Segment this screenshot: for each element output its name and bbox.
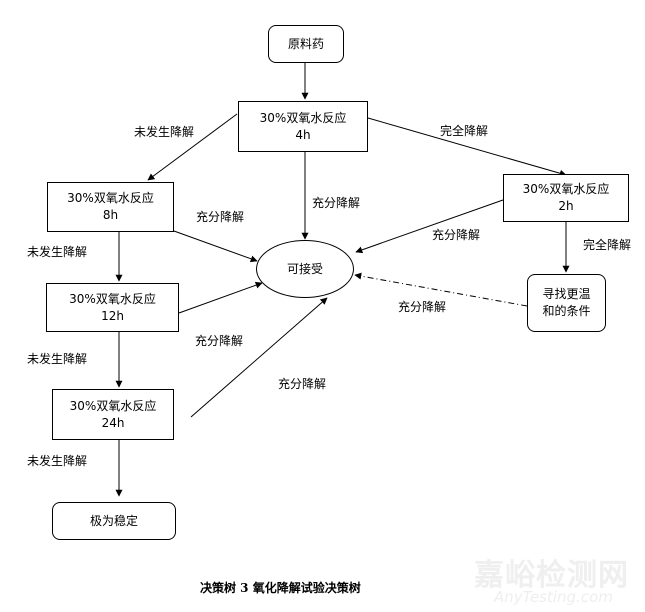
watermark-chinese: 嘉峪检测网: [474, 558, 629, 593]
node-very-stable-label: 极为稳定: [89, 513, 138, 528]
edge-label-complete-degradation-4h: 完全降解: [440, 124, 489, 138]
node-reaction-12h-line2: 12h: [101, 308, 124, 323]
node-milder-line1: 寻找更温: [542, 287, 591, 301]
edge-label-complete-degradation-2h: 完全降解: [583, 238, 632, 252]
node-raw-material-label: 原料药: [287, 36, 324, 51]
edge-label-no-degradation-8h: 未发生降解: [27, 245, 88, 259]
node-raw-material: 原料药: [268, 25, 344, 63]
node-reaction-12h-line1: 30%双氧水反应: [69, 291, 156, 306]
node-reaction-2h: 30%双氧水反应 2h: [503, 174, 629, 222]
node-reaction-24h: 30%双氧水反应 24h: [52, 389, 174, 440]
arrow-24h-to-acceptable: [190, 297, 328, 418]
node-reaction-2h-line1: 30%双氧水反应: [522, 182, 610, 196]
node-reaction-24h-line2: 24h: [101, 415, 125, 430]
node-milder-conditions: 寻找更温 和的条件: [527, 274, 606, 332]
node-reaction-24h-line1: 30%双氧水反应: [69, 398, 157, 413]
node-reaction-2h-line2: 2h: [558, 199, 574, 213]
arrow-4h-to-2h: [367, 117, 567, 177]
arrow-milder-to-acceptable: [354, 272, 528, 307]
node-reaction-8h-line2: 8h: [102, 208, 119, 222]
edge-label-sufficient-degradation-12h: 充分降解: [195, 334, 244, 348]
edge-label-no-degradation-24h: 未发生降解: [27, 454, 88, 468]
edge-label-sufficient-degradation-24h: 充分降解: [278, 377, 327, 391]
arrow-2h-to-acceptable: [355, 199, 504, 254]
node-acceptable: 可接受: [256, 240, 354, 298]
node-reaction-8h: 30%双氧水反应 8h: [47, 182, 174, 232]
node-reaction-4h-line1: 30%双氧水反应: [259, 110, 347, 125]
edge-label-sufficient-degradation-4h: 充分降解: [312, 196, 361, 210]
arrow-12h-to-acceptable: [178, 281, 263, 314]
edge-label-no-degradation-12h: 未发生降解: [27, 352, 88, 366]
arrow-4h-to-8h: [147, 113, 238, 181]
edge-label-sufficient-degradation-8h: 充分降解: [196, 210, 245, 224]
edge-label-sufficient-degradation-2h: 充分降解: [432, 228, 481, 242]
arrow-8h-to-acceptable: [173, 230, 258, 263]
node-reaction-12h: 30%双氧水反应 12h: [46, 283, 179, 332]
node-reaction-4h: 30%双氧水反应 4h: [238, 101, 368, 152]
node-acceptable-label: 可接受: [286, 261, 323, 276]
figure-caption: 决策树 3 氧化降解试验决策树: [200, 581, 361, 595]
edge-label-sufficient-degradation-milder: 充分降解: [398, 300, 447, 314]
node-milder-line2: 和的条件: [542, 304, 591, 318]
edge-label-no-degradation-4h: 未发生降解: [134, 125, 195, 139]
node-very-stable: 极为稳定: [52, 502, 176, 540]
watermark-english: AnyTesting.com: [494, 588, 613, 606]
node-reaction-8h-line1: 30%双氧水反应: [67, 191, 154, 205]
node-reaction-4h-line2: 4h: [295, 127, 311, 142]
